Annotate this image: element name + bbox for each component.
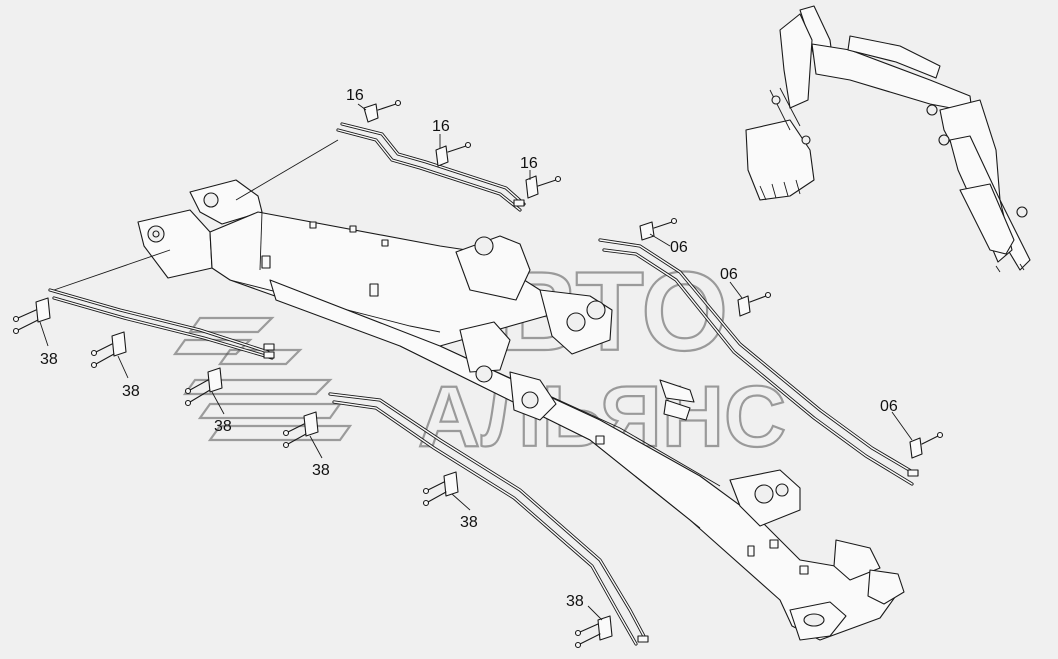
callout-38-d: 38 — [312, 462, 330, 479]
callout-38-e: 38 — [460, 514, 478, 531]
boom-assembly — [137, 179, 905, 641]
callout-38-a: 38 — [40, 351, 58, 368]
callout-38-b: 38 — [122, 383, 140, 400]
callout-06-b: 06 — [720, 266, 738, 283]
inset-excavator-overview — [745, 5, 1031, 273]
right-tube-line — [598, 238, 918, 486]
clamps-and-bolts — [12, 99, 944, 649]
upper-tube-line — [235, 122, 526, 212]
callout-38-c: 38 — [214, 418, 232, 435]
callout-labels: 16 16 16 06 06 06 38 38 38 38 38 38 — [40, 87, 898, 610]
watermark-line2: АЛЬЯНС — [418, 369, 786, 465]
callout-16-b: 16 — [432, 118, 450, 135]
leader-lines — [39, 103, 913, 621]
callout-16-a: 16 — [346, 87, 364, 104]
callout-38-f: 38 — [566, 593, 584, 610]
callout-06-a: 06 — [670, 239, 688, 256]
callout-16-c: 16 — [520, 155, 538, 172]
left-tube-bundle — [48, 249, 648, 646]
callout-06-c: 06 — [880, 398, 898, 415]
